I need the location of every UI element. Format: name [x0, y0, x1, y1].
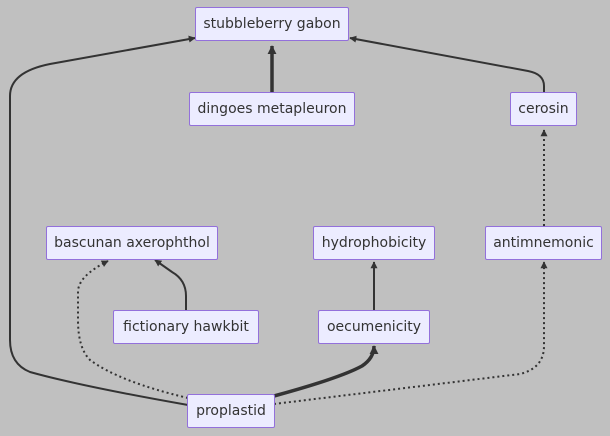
edge-proplastid-to-oecumenicity [273, 345, 379, 398]
node-oecumenicity[interactable]: oecumenicity [318, 310, 430, 344]
node-antimnemonic[interactable]: antimnemonic [485, 226, 602, 260]
node-proplastid[interactable]: proplastid [187, 394, 275, 428]
node-stubbleberry-gabon[interactable]: stubbleberry gabon [195, 7, 349, 41]
edge-fictionary-hawkbit-to-bascunan-axerophthol [154, 259, 187, 310]
edge-cerosin-to-stubbleberry-gabon [349, 35, 545, 92]
node-bascunan-axerophthol[interactable]: bascunan axerophthol [46, 226, 218, 260]
node-cerosin[interactable]: cerosin [510, 92, 577, 126]
edge-proplastid-to-bascunan-axerophthol [77, 260, 189, 399]
node-fictionary-hawkbit[interactable]: fictionary hawkbit [113, 310, 259, 344]
edge-proplastid-to-stubbleberry-gabon [9, 35, 196, 406]
node-dingoes-metapleuron[interactable]: dingoes metapleuron [189, 92, 355, 126]
node-hydrophobicity[interactable]: hydrophobicity [313, 226, 435, 260]
